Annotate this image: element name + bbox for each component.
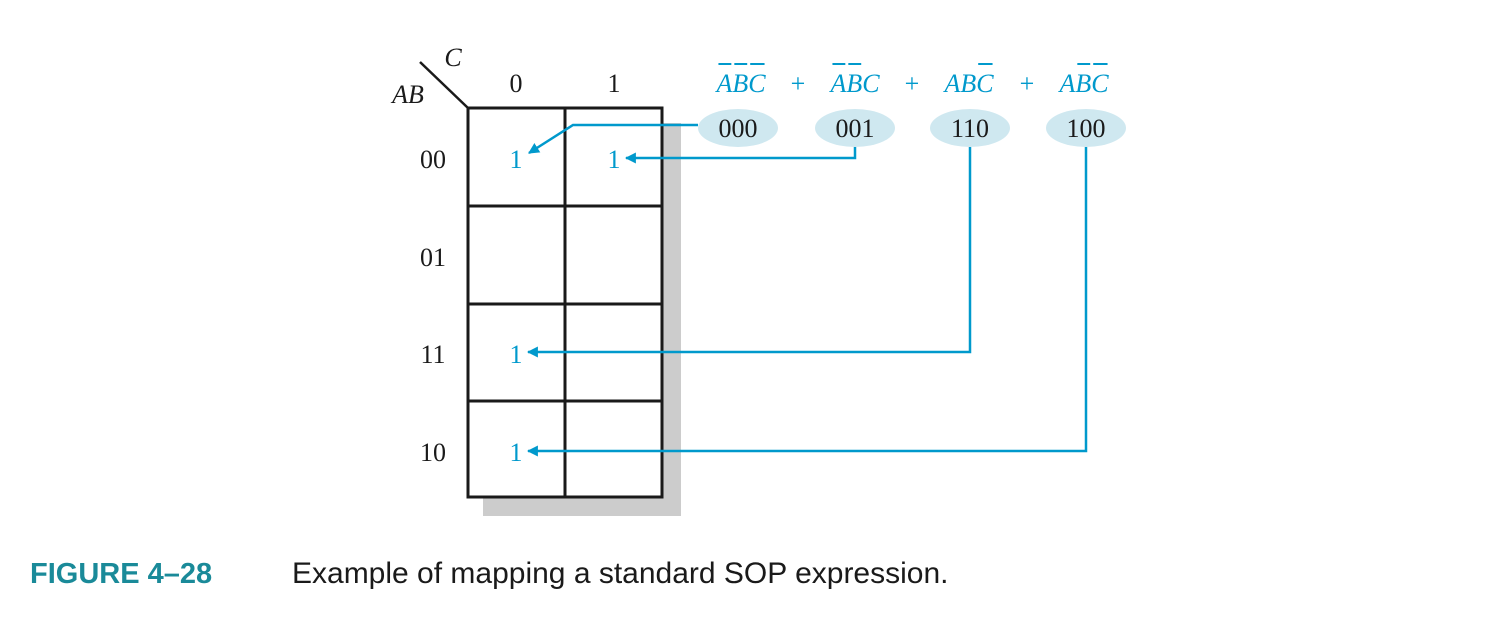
row-header-10: 10 [420,438,446,467]
code-label-100: 100 [1067,114,1106,143]
code-oval-000: 000 [698,109,778,147]
plus-operator: + [1020,69,1035,98]
col-header-0: 0 [510,69,523,98]
cell-00-0: 1 [510,145,523,174]
figure-caption-label: FIGURE 4–28 [30,558,212,590]
code-oval-100: 100 [1046,109,1126,147]
cell-10-0: 1 [510,438,523,467]
arrow-100-to-cell-10-0 [526,147,1088,457]
code-label-001: 001 [836,114,875,143]
arrow-000-to-cell-00-0 [528,123,698,155]
plus-operator: + [905,69,920,98]
code-oval-110: 110 [930,109,1010,147]
kmap-grid [466,106,664,499]
arrow-110-to-cell-11-0 [526,147,972,358]
arrow-001-to-cell-00-1 [624,147,857,164]
sop-expression: ABC + ABC + ABC + ABC [714,69,1109,98]
col-variable-label: C [444,43,462,72]
code-label-000: 000 [719,114,758,143]
code-label-110: 110 [951,114,989,143]
term-2: ABC [828,69,880,98]
figure-caption-text: Example of mapping a standard SOP expres… [292,557,948,590]
col-header-1: 1 [608,69,621,98]
row-header-11: 11 [420,340,445,369]
term-4: ABC [1057,69,1109,98]
code-oval-001: 001 [815,109,895,147]
plus-operator: + [791,69,806,98]
row-header-00: 00 [420,145,446,174]
term-3: ABC [942,69,994,98]
row-variable-label: AB [390,80,424,109]
kmap-corner-diagonal [419,61,469,109]
cell-11-0: 1 [510,340,523,369]
row-header-01: 01 [420,243,446,272]
term-1: ABC [714,69,766,98]
cell-00-1: 1 [608,145,621,174]
